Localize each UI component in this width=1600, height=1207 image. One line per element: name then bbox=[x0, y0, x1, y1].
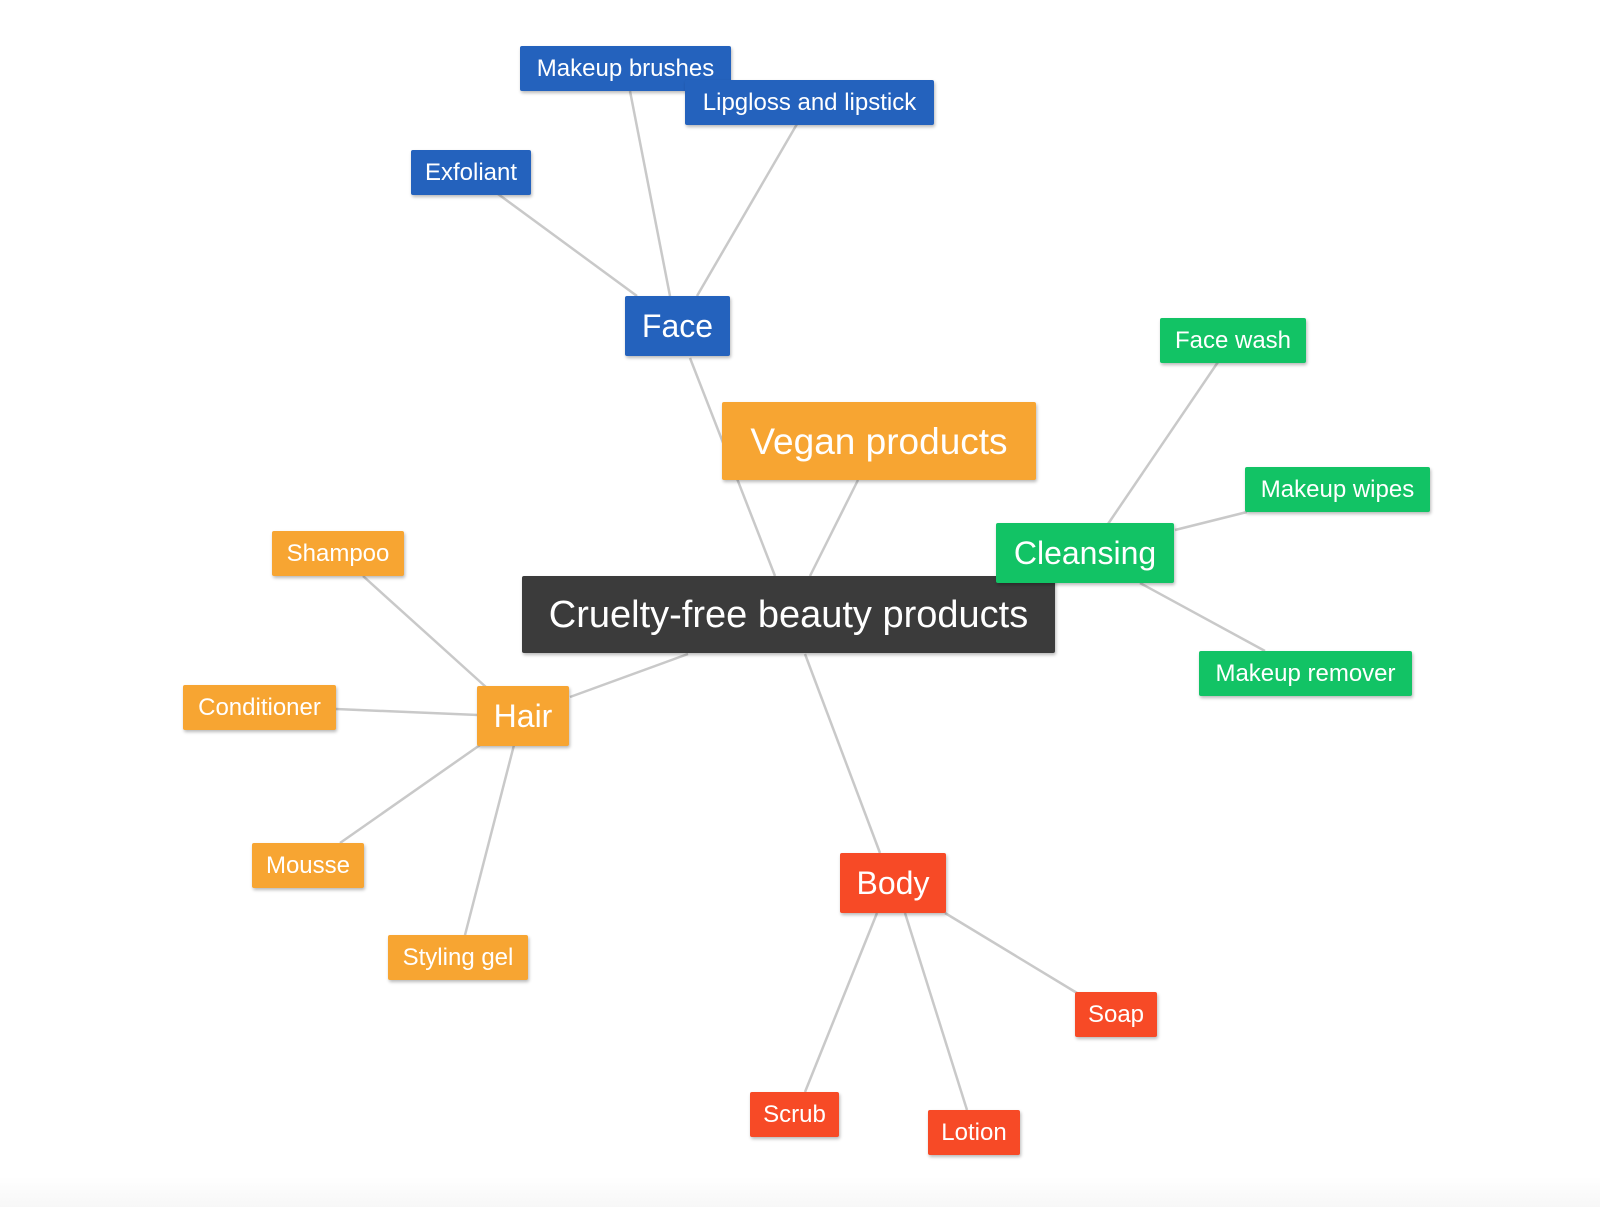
edge-cleansing-makeup-remover bbox=[1139, 581, 1266, 653]
node-shampoo[interactable]: Shampoo bbox=[272, 531, 404, 576]
node-styling-gel[interactable]: Styling gel bbox=[388, 935, 528, 980]
node-body-label: Body bbox=[856, 865, 930, 901]
node-cleansing-label: Cleansing bbox=[1013, 535, 1157, 571]
node-mousse[interactable]: Mousse bbox=[252, 843, 364, 888]
edge-hair-conditioner bbox=[335, 707, 479, 717]
node-makeup-remover[interactable]: Makeup remover bbox=[1199, 651, 1412, 696]
edge-face-makeup-brushes bbox=[628, 90, 672, 297]
edge-face-exfoliant bbox=[497, 192, 638, 298]
node-vegan-products[interactable]: Vegan products bbox=[722, 402, 1036, 480]
edge-hair-mousse bbox=[339, 743, 481, 845]
node-makeup-brushes[interactable]: Makeup brushes bbox=[520, 46, 731, 91]
edge-body-soap bbox=[944, 911, 1078, 995]
edge-body-lotion bbox=[903, 912, 969, 1111]
node-scrub-label: Scrub bbox=[763, 1100, 826, 1128]
node-hair-label: Hair bbox=[493, 698, 553, 734]
node-face[interactable]: Face bbox=[625, 296, 730, 356]
node-lotion-label: Lotion bbox=[941, 1118, 1007, 1146]
edge-face-lipgloss bbox=[695, 123, 799, 297]
node-mousse-label: Mousse bbox=[265, 851, 351, 879]
edge-root-vegan bbox=[808, 479, 860, 577]
node-lipgloss-lipstick[interactable]: Lipgloss and lipstick bbox=[685, 80, 934, 125]
edge-cleansing-face-wash bbox=[1106, 361, 1220, 525]
edge-hair-shampoo bbox=[362, 575, 488, 689]
node-hair[interactable]: Hair bbox=[477, 686, 569, 746]
node-vegan-products-label: Vegan products bbox=[750, 420, 1008, 462]
node-exfoliant[interactable]: Exfoliant bbox=[411, 150, 531, 195]
node-lotion[interactable]: Lotion bbox=[928, 1110, 1020, 1155]
node-face-label: Face bbox=[641, 308, 714, 344]
edge-root-body bbox=[803, 653, 882, 854]
node-cleansing[interactable]: Cleansing bbox=[996, 523, 1174, 583]
node-soap-label: Soap bbox=[1087, 1000, 1145, 1028]
node-exfoliant-label: Exfoliant bbox=[424, 158, 518, 186]
node-lipgloss-lipstick-label: Lipgloss and lipstick bbox=[702, 88, 917, 116]
edge-cleansing-makeup-wipes bbox=[1174, 510, 1248, 532]
node-makeup-wipes[interactable]: Makeup wipes bbox=[1245, 467, 1430, 512]
node-conditioner[interactable]: Conditioner bbox=[183, 685, 336, 730]
node-makeup-brushes-label: Makeup brushes bbox=[536, 54, 715, 82]
bottom-edge-shade bbox=[0, 1177, 1600, 1207]
node-body[interactable]: Body bbox=[840, 853, 946, 913]
node-soap[interactable]: Soap bbox=[1075, 992, 1157, 1037]
edge-root-hair bbox=[569, 652, 689, 699]
node-styling-gel-label: Styling gel bbox=[402, 943, 514, 971]
node-makeup-wipes-label: Makeup wipes bbox=[1260, 475, 1415, 503]
node-shampoo-label: Shampoo bbox=[286, 539, 390, 567]
edge-hair-styling-gel bbox=[463, 744, 516, 936]
node-conditioner-label: Conditioner bbox=[198, 693, 321, 721]
node-root[interactable]: Cruelty-free beauty products bbox=[522, 576, 1055, 653]
node-scrub[interactable]: Scrub bbox=[750, 1092, 839, 1137]
node-face-wash-label: Face wash bbox=[1174, 326, 1292, 354]
edge-body-scrub bbox=[803, 912, 879, 1093]
node-face-wash[interactable]: Face wash bbox=[1160, 318, 1306, 363]
node-makeup-remover-label: Makeup remover bbox=[1215, 659, 1396, 687]
node-root-label: Cruelty-free beauty products bbox=[548, 593, 1029, 636]
